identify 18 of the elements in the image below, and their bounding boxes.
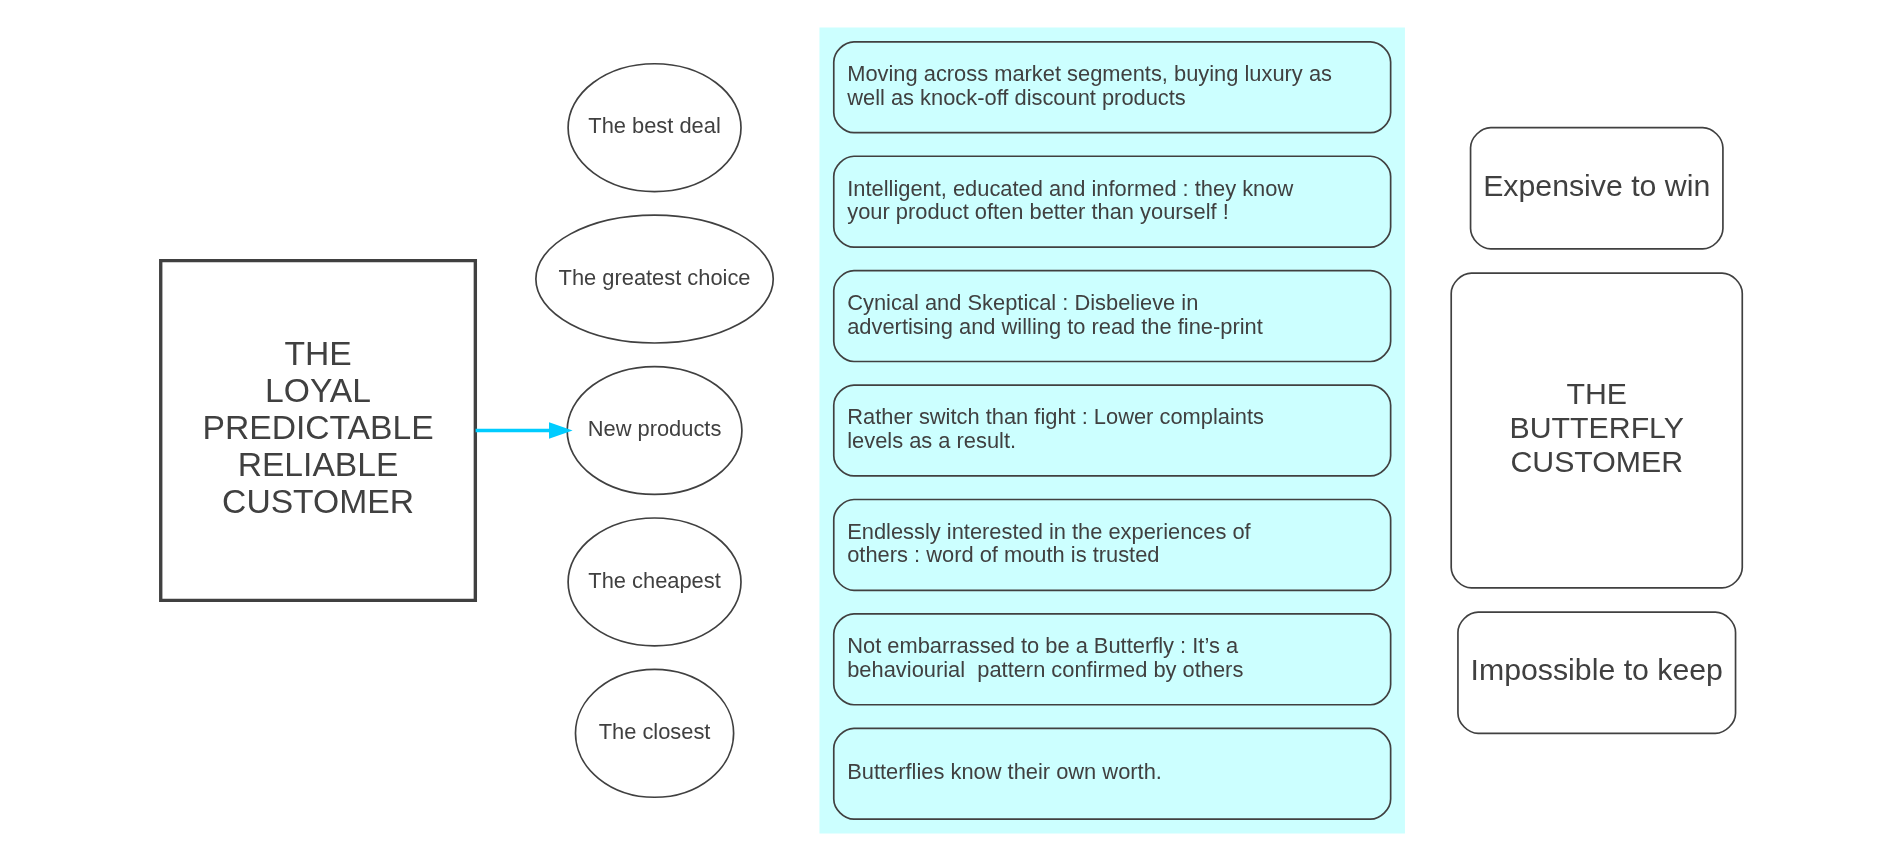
node-ellipse: The cheapest <box>567 517 742 647</box>
node-box: Butterflies know their own worth. <box>832 727 1392 820</box>
node-box: THE BUTTERFLY CUSTOMER <box>1450 272 1744 589</box>
node-box: Impossible to keep <box>1457 611 1737 735</box>
node-box: Expensive to win <box>1469 126 1724 250</box>
node-ellipse: The best deal <box>567 62 742 193</box>
node-box: Endlessly interested in the experiences of others : word of mouth is trusted <box>832 498 1392 592</box>
arrow <box>475 422 573 439</box>
node-box: THE LOYAL PREDICTABLE RELIABLE CUSTOMER <box>159 258 477 603</box>
node-box: Intelligent, educated and informed : they know your product often better than yourself ! <box>832 155 1392 248</box>
node-box: Rather switch than fight : Lower complaints levels as a result. <box>832 384 1392 477</box>
node-ellipse: The greatest choice <box>535 214 775 344</box>
node-ellipse: The closest <box>574 668 735 799</box>
cluster <box>819 27 1405 834</box>
node-box: Not embarrassed to be a Butterfly : It’s a behaviourial pattern confirmed by others <box>832 613 1392 706</box>
node-ellipse: New products <box>566 365 743 496</box>
node-box: Cynical and Skeptical : Disbelieve in advertising and willing to read the fine-print <box>832 269 1392 363</box>
node-box: Moving across market segments, buying luxury as well as knock-off discount products <box>832 41 1392 134</box>
